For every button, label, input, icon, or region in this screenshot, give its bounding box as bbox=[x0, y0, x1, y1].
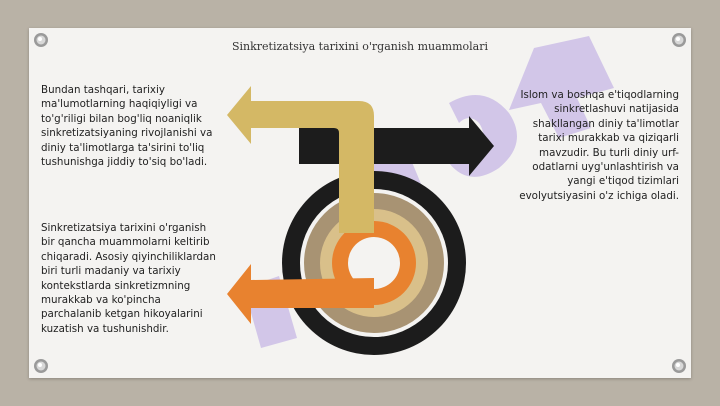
orange-arrow bbox=[227, 264, 374, 324]
slide: Sinkretizatsiya tarixini o'rganish muamm… bbox=[29, 28, 691, 378]
pushpin-icon bbox=[34, 33, 48, 47]
circular-arrows-diagram bbox=[227, 86, 494, 355]
pushpin-icon bbox=[672, 359, 686, 373]
slide-title: Sinkretizatsiya tarixini o'rganish muamm… bbox=[231, 40, 489, 53]
pushpin-icon bbox=[34, 359, 48, 373]
paragraph-left-bottom: Sinkretizatsiya tarixini o'rganish bir q… bbox=[41, 222, 216, 335]
pushpin-icon bbox=[672, 33, 686, 47]
gold-arrow bbox=[227, 86, 374, 233]
paragraph-left-top: Bundan tashqari, tarixiy ma'lumotlarning… bbox=[41, 84, 213, 169]
paragraph-right: Islom va boshqa e'tiqodlarning sinkretla… bbox=[519, 89, 679, 202]
